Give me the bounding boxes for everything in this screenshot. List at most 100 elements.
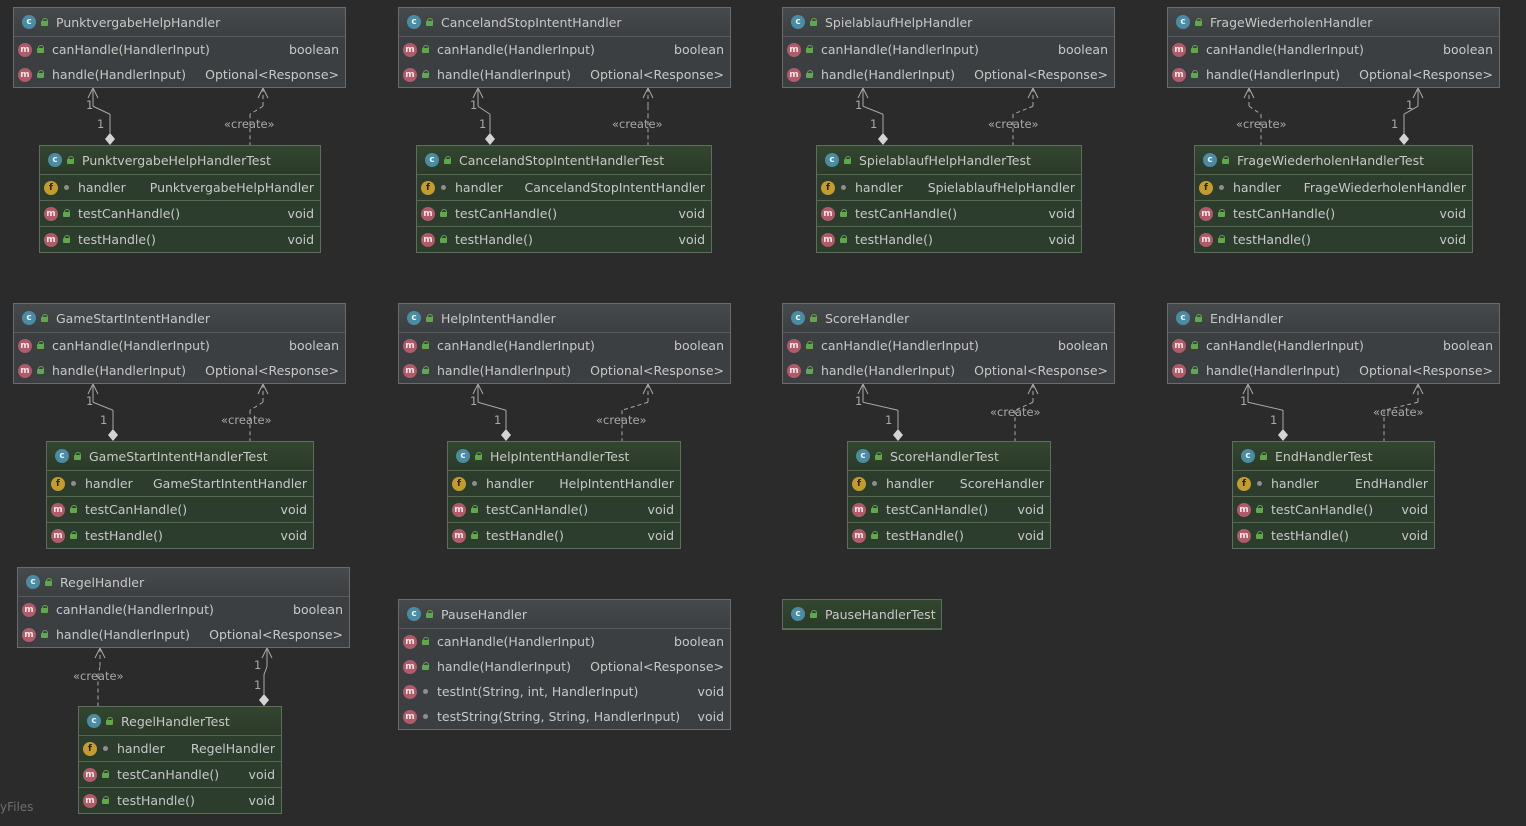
public-visibility-icon xyxy=(839,235,849,244)
method-icon: m xyxy=(821,232,835,247)
public-visibility-icon xyxy=(36,366,46,375)
create-arrowhead xyxy=(1243,86,1255,99)
package-visibility-icon xyxy=(439,183,449,192)
member-type: ScoreHandler xyxy=(959,476,1044,491)
create-stereotype-label: «create» xyxy=(988,117,1039,131)
method-icon: m xyxy=(1172,363,1186,378)
member-type: void xyxy=(697,684,724,699)
member-type: CancelandStopIntentHandler xyxy=(524,180,705,195)
member-name: testHandle() xyxy=(855,232,933,247)
